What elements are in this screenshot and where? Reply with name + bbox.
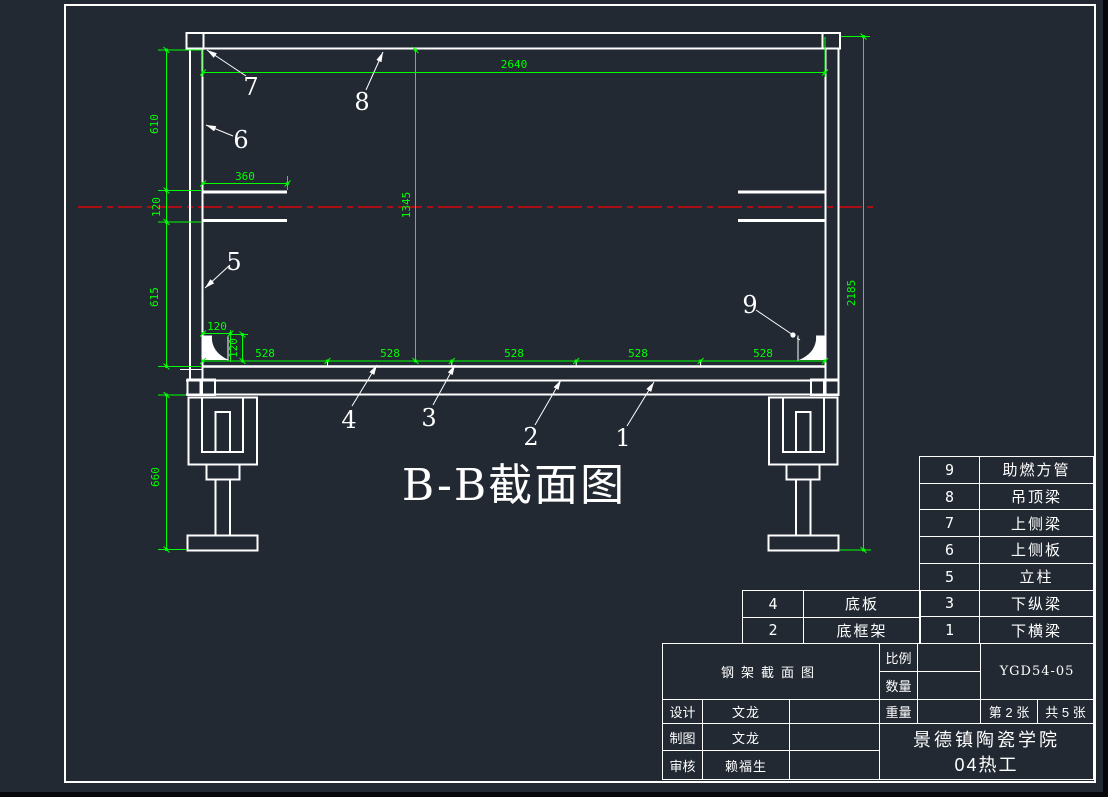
top-beam: [185, 32, 841, 50]
design-label: 设计: [662, 699, 703, 724]
qty-label: 数量: [879, 671, 918, 700]
scale-label: 比例: [879, 643, 918, 672]
dim-seg-4: 528: [628, 347, 648, 360]
drawing-name: 钢架截面图: [662, 643, 880, 700]
left-leg: [186, 396, 259, 552]
draft-value: 文龙: [702, 723, 790, 751]
design-extra: [789, 699, 880, 724]
organization-cell: 景德镇陶瓷学院 04热工: [879, 723, 1094, 780]
right-column: [824, 48, 840, 381]
part-name: 吊顶梁: [979, 482, 1094, 511]
sheet-border: [64, 4, 1096, 783]
sheet-current: 第 2 张: [980, 699, 1038, 724]
callout-8: 8: [354, 88, 369, 116]
dim-leg-height: 660: [149, 467, 162, 487]
weight-value: [917, 699, 981, 724]
check-label: 审核: [662, 750, 703, 780]
callout-5: 5: [226, 248, 241, 276]
part-name: 上侧板: [979, 536, 1094, 564]
check-value: 赖福生: [702, 750, 790, 780]
callout-6: 6: [233, 126, 248, 154]
left-column: [189, 48, 204, 381]
title-block: 钢架截面图 比例 YGD54-05 数量 设计 文龙 重量 第 2 张 共 5 …: [662, 643, 1094, 780]
organization-dept: 04热工: [954, 754, 1019, 775]
draft-label: 制图: [662, 723, 703, 751]
dim-top-width: 2640: [501, 58, 528, 71]
dim-seg-2: 528: [380, 347, 400, 360]
weight-label: 重量: [879, 699, 918, 724]
dim-left-lower: 615: [148, 287, 161, 307]
drawing-number: YGD54-05: [980, 643, 1094, 700]
part-no: 3: [919, 589, 980, 618]
check-extra: [789, 750, 880, 780]
dimension-lines: [158, 33, 871, 554]
draft-extra: [789, 723, 880, 751]
sheet-total: 共 5 张: [1037, 699, 1094, 724]
part-no: 4: [742, 590, 804, 618]
callout-7: 7: [243, 73, 258, 101]
part-name: 底框架: [803, 616, 921, 644]
part-no: 1: [919, 616, 980, 644]
part-no: 2: [742, 616, 804, 644]
part-name: 下横梁: [979, 616, 1094, 644]
section-title: B-B截面图: [402, 460, 626, 511]
part-name: 上侧梁: [979, 509, 1094, 538]
part-name: 助燃方管: [979, 456, 1094, 484]
window-edge-bottom: [0, 792, 1108, 797]
scale-value: [917, 643, 981, 672]
design-value: 文龙: [702, 699, 790, 724]
part-name: 下纵梁: [979, 589, 1094, 618]
dim-shelf-width: 360: [235, 170, 255, 183]
dim-gusset-width: 120: [207, 320, 227, 333]
part-name: 立柱: [979, 562, 1094, 591]
dim-inner-height: 1345: [400, 192, 413, 219]
dim-seg-3: 528: [504, 347, 524, 360]
qty-value: [917, 671, 981, 700]
part-name: 底板: [803, 590, 921, 618]
dim-center-gap: 120: [150, 197, 163, 217]
left-gusset: [202, 335, 229, 361]
window-edge-right: [1103, 0, 1108, 797]
dim-overall-height: 2185: [845, 280, 858, 307]
part-no: 9: [919, 456, 980, 484]
dim-gusset-height: 120: [227, 338, 240, 358]
right-gusset: [797, 335, 826, 361]
middle-shelf-plates: [202, 190, 826, 222]
right-leg: [767, 396, 840, 552]
part-no: 7: [919, 509, 980, 538]
dim-seg-1: 528: [255, 347, 275, 360]
callout-4: 4: [341, 406, 356, 434]
part-no: 8: [919, 482, 980, 511]
callout-2: 2: [523, 423, 538, 451]
dim-528-ticks: [324, 357, 704, 365]
callout-leaders: [204, 49, 801, 427]
callout-3: 3: [421, 404, 436, 432]
organization-name: 景德镇陶瓷学院: [913, 729, 1060, 750]
part-no: 6: [919, 536, 980, 564]
bottom-frame: [180, 361, 840, 396]
callout-1: 1: [615, 424, 630, 452]
callout-9: 9: [742, 291, 757, 319]
dim-left-upper: 610: [148, 114, 161, 134]
dim-seg-5: 528: [753, 347, 773, 360]
part-no: 5: [919, 562, 980, 591]
